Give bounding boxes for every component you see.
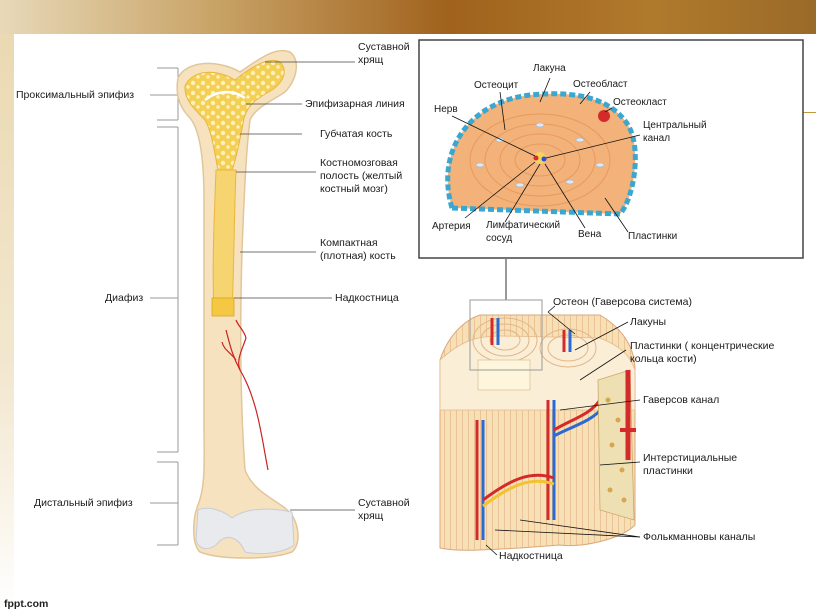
label-osteocyte: Остеоцит bbox=[474, 80, 519, 91]
label-osteoclast: Остеокласт bbox=[613, 97, 667, 108]
label-osteoblast: Остеобласт bbox=[573, 79, 628, 90]
header-banner bbox=[0, 0, 816, 34]
label-artery: Артерия bbox=[432, 221, 471, 232]
accent-line bbox=[803, 112, 816, 113]
bone-illustration bbox=[150, 49, 355, 559]
label-haversian-canal: Гаверсов канал bbox=[643, 394, 720, 406]
footer-brand: fppt.com bbox=[4, 598, 49, 610]
label-spongy-bone: Губчатая кость bbox=[320, 128, 393, 140]
label-compact-bone: Компактная(плотная) кость bbox=[320, 237, 396, 263]
distal-cartilage bbox=[195, 507, 295, 555]
spongy-bone bbox=[184, 60, 285, 171]
label-volkmann-canals: Фолькманновы каналы bbox=[643, 531, 756, 543]
label-lamellae: Пластинки bbox=[628, 231, 678, 242]
marrow-cavity bbox=[212, 169, 237, 311]
label-osteon-haversian: Остеон (Гаверсова система) bbox=[553, 296, 692, 308]
osteon-cross-section bbox=[418, 39, 804, 300]
label-lacuna: Лакуна bbox=[533, 63, 566, 74]
label-nerve: Нерв bbox=[434, 104, 458, 115]
label-block-periosteum: Надкостница bbox=[499, 550, 563, 562]
bone-block bbox=[439, 299, 641, 556]
label-diaphysis: Диафиз bbox=[105, 292, 144, 304]
label-lacunae: Лакуны bbox=[630, 316, 667, 328]
label-periosteum: Надкостница bbox=[335, 292, 399, 304]
label-epiphyseal-line: Эпифизарная линия bbox=[305, 98, 405, 110]
left-border bbox=[0, 34, 14, 613]
label-proximal-epiphysis: Проксимальный эпифиз bbox=[16, 89, 135, 101]
label-vein: Вена bbox=[578, 229, 602, 240]
label-distal-epiphysis: Дистальный эпифиз bbox=[34, 497, 133, 509]
